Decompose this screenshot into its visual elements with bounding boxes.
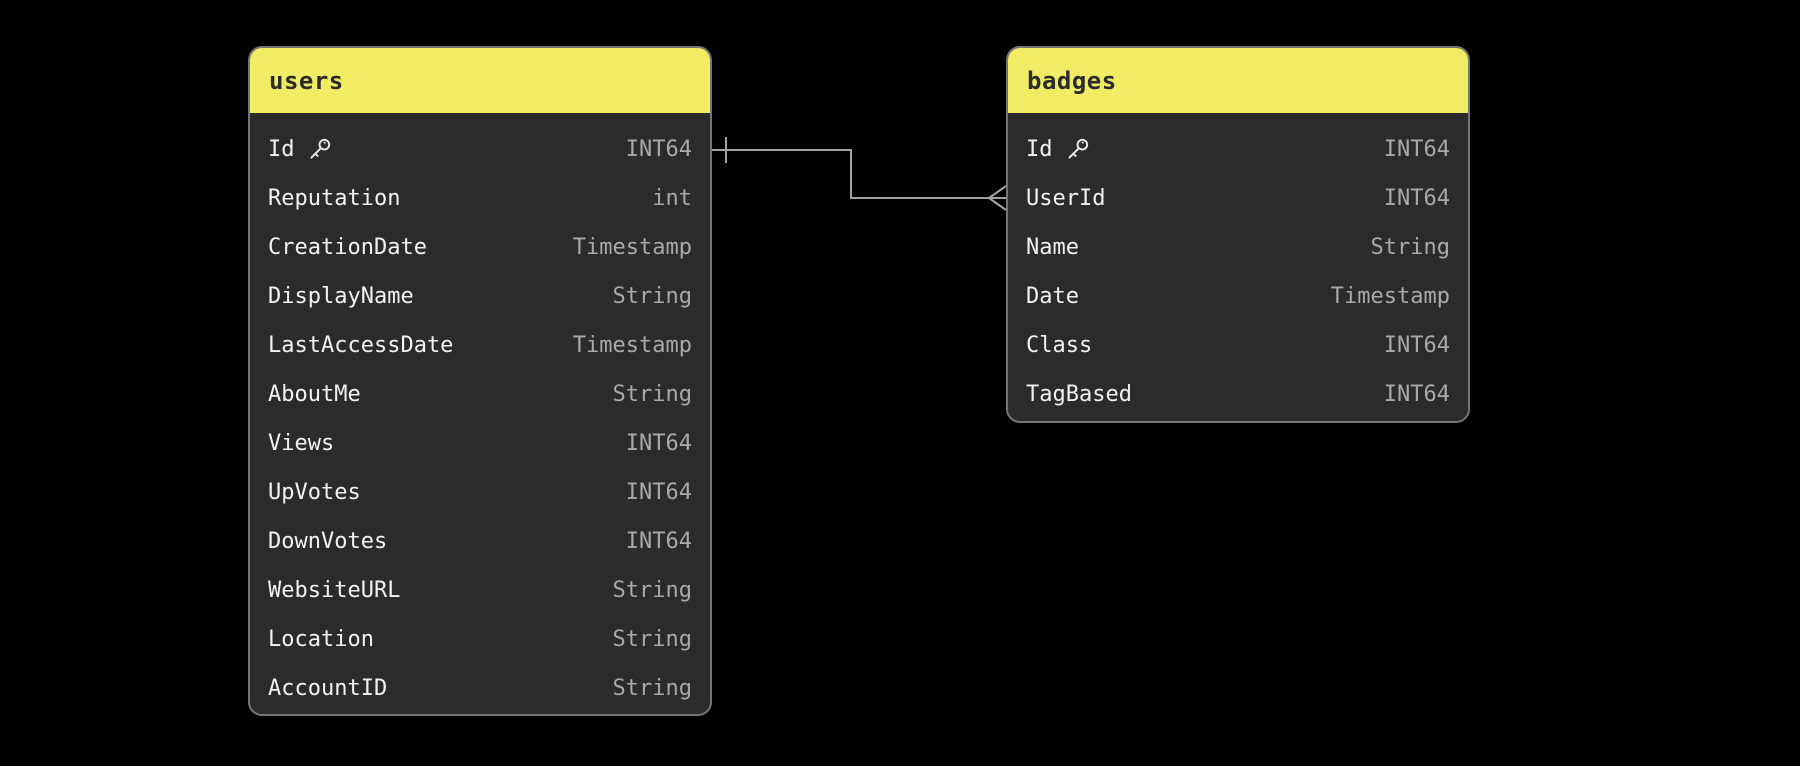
field-name: Views (268, 431, 335, 456)
field-name: Location (268, 627, 374, 652)
field-name: DownVotes (268, 529, 388, 554)
field-type: String (612, 627, 692, 652)
table-users[interactable]: users Id INT64 (248, 46, 712, 716)
field-type: INT64 (1383, 137, 1450, 162)
field-row[interactable]: Views INT64 (250, 419, 710, 468)
field-name: AccountID (268, 676, 388, 701)
field-name: CreationDate (268, 235, 427, 260)
field-name: Id (1026, 137, 1053, 162)
field-name: Reputation (268, 186, 401, 211)
table-badges[interactable]: badges Id INT64 (1006, 46, 1470, 423)
field-name: Date (1026, 284, 1079, 309)
field-type: INT64 (625, 137, 692, 162)
field-name: AboutMe (268, 382, 361, 407)
field-type: String (1370, 235, 1450, 260)
field-type: INT64 (625, 431, 692, 456)
field-row[interactable]: Name String (1008, 223, 1468, 272)
field-type: Timestamp (572, 333, 692, 358)
field-row[interactable]: CreationDate Timestamp (250, 223, 710, 272)
field-name: DisplayName (268, 284, 414, 309)
field-type: Timestamp (572, 235, 692, 260)
field-row[interactable]: Id INT64 (250, 125, 710, 174)
field-type: INT64 (625, 480, 692, 505)
field-row[interactable]: DisplayName String (250, 272, 710, 321)
field-row[interactable]: AccountID String (250, 664, 710, 713)
primary-key-icon (1064, 136, 1091, 163)
field-name: TagBased (1026, 382, 1132, 407)
field-type: INT64 (1383, 186, 1450, 211)
field-row[interactable]: DownVotes INT64 (250, 517, 710, 566)
field-type: INT64 (1383, 382, 1450, 407)
field-row[interactable]: UpVotes INT64 (250, 468, 710, 517)
field-row[interactable]: Class INT64 (1008, 321, 1468, 370)
field-name: UserId (1026, 186, 1106, 211)
field-name: LastAccessDate (268, 333, 454, 358)
field-row[interactable]: AboutMe String (250, 370, 710, 419)
field-type: String (612, 676, 692, 701)
field-type: String (612, 284, 692, 309)
table-badges-header[interactable]: badges (1008, 48, 1468, 113)
table-users-header[interactable]: users (250, 48, 710, 113)
field-type: int (652, 186, 692, 211)
field-name: Id (268, 137, 295, 162)
field-type: String (612, 578, 692, 603)
field-row[interactable]: TagBased INT64 (1008, 370, 1468, 419)
field-name: UpVotes (268, 480, 361, 505)
field-name: WebsiteURL (268, 578, 401, 603)
table-users-fields: Id INT64 Reputation int (250, 113, 710, 714)
field-type: Timestamp (1330, 284, 1450, 309)
connector-line (712, 149, 1006, 199)
field-row[interactable]: Reputation int (250, 174, 710, 223)
primary-key-icon (306, 136, 333, 163)
field-type: INT64 (625, 529, 692, 554)
cardinality-many-marker (988, 185, 1007, 211)
table-badges-title: badges (1027, 66, 1117, 95)
field-row[interactable]: Date Timestamp (1008, 272, 1468, 321)
field-type: String (612, 382, 692, 407)
field-row[interactable]: LastAccessDate Timestamp (250, 321, 710, 370)
field-name: Class (1026, 333, 1093, 358)
table-users-title: users (269, 66, 344, 95)
field-type: INT64 (1383, 333, 1450, 358)
field-row[interactable]: Location String (250, 615, 710, 664)
field-row[interactable]: WebsiteURL String (250, 566, 710, 615)
field-row[interactable]: Id INT64 (1008, 125, 1468, 174)
field-name: Name (1026, 235, 1079, 260)
field-row[interactable]: UserId INT64 (1008, 174, 1468, 223)
table-badges-fields: Id INT64 UserId INT64 (1008, 113, 1468, 421)
